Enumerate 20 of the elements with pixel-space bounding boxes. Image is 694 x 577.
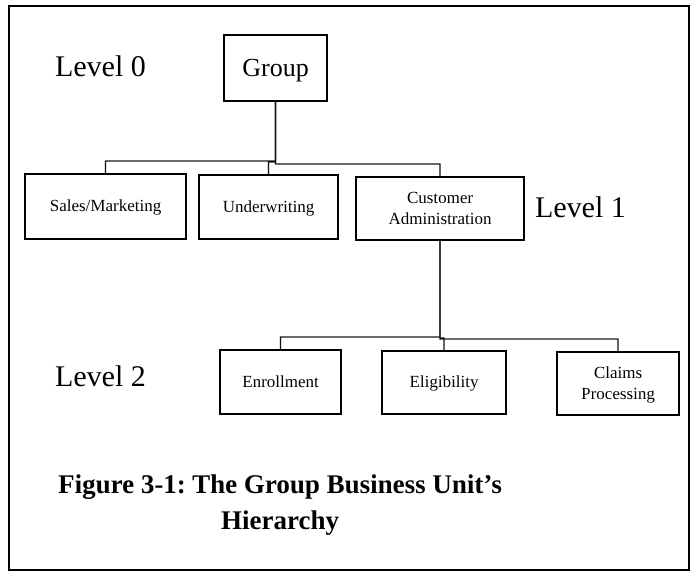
unit-name: Eligibility (410, 372, 478, 393)
level-label: Level 0 (55, 52, 146, 82)
unit-box (219, 349, 342, 415)
level-label: Level 1 (535, 193, 626, 223)
unit-name: Enrollment (242, 372, 319, 392)
unit-name: Underwriting (222, 196, 314, 218)
unit-box (24, 173, 187, 240)
level-label: Level 2 (55, 362, 146, 392)
unit-box (355, 176, 525, 241)
unit-name: Customer Administration (388, 188, 492, 229)
unit-name: Group (242, 52, 309, 84)
unit-box (556, 351, 680, 416)
unit-box (381, 350, 507, 415)
connector-line (274, 102, 441, 176)
unit-name: Claims Processing (580, 363, 656, 404)
unit-name: Sales/Marketing (50, 196, 162, 217)
figure-caption: Figure 3-1: The Group Business Unit’s Hierarchy (57, 468, 503, 538)
unit-box (223, 34, 328, 102)
unit-box (198, 174, 339, 240)
connector-line (439, 241, 619, 351)
